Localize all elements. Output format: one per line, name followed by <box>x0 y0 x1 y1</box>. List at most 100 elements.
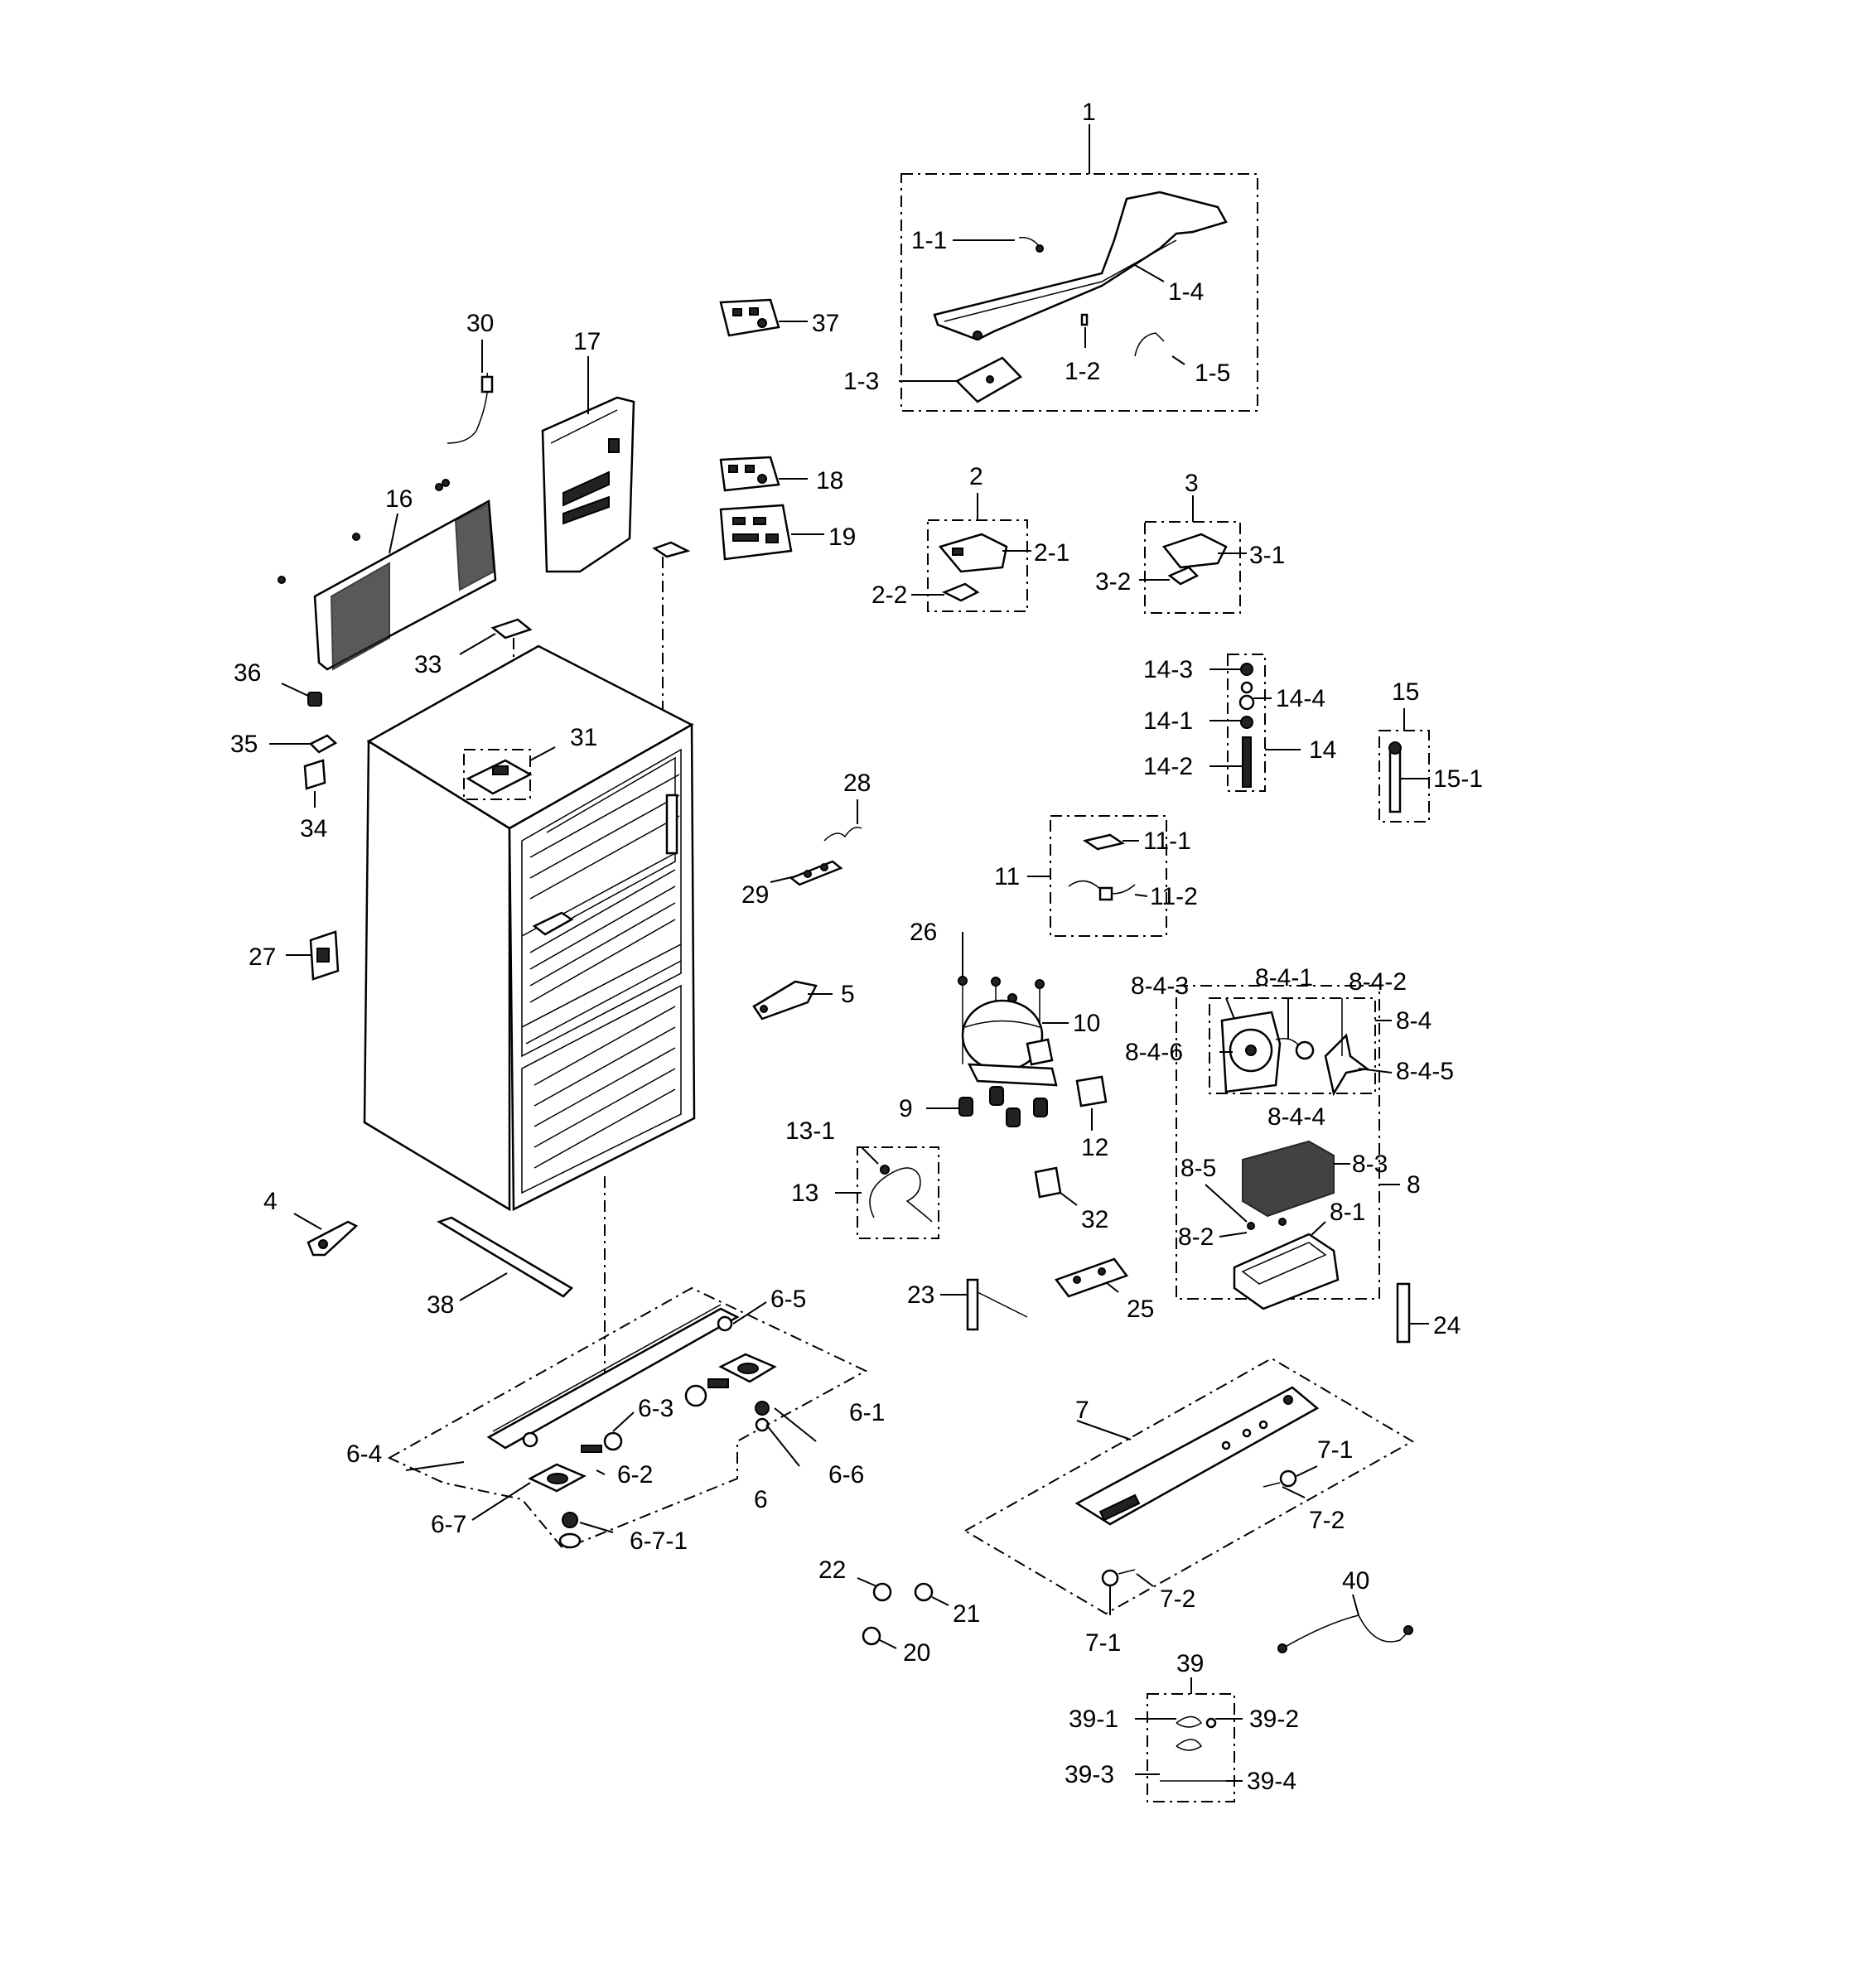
label-14-2: 14-2 <box>1143 753 1193 780</box>
label-36: 36 <box>234 659 261 687</box>
part-19-board[interactable] <box>719 504 793 561</box>
part-group-11 <box>1027 815 1167 937</box>
part-7-panel[interactable] <box>1074 1386 1320 1526</box>
label-3-2: 3-2 <box>1095 568 1131 596</box>
label-39: 39 <box>1176 1650 1204 1677</box>
label-3-1: 3-1 <box>1249 542 1285 569</box>
left-small-parts <box>269 683 359 1257</box>
part-37-board[interactable] <box>719 298 780 337</box>
label-8-4-4: 8-4-4 <box>1267 1103 1325 1131</box>
part-2-2-hinge[interactable] <box>941 582 980 602</box>
part-38-rail[interactable] <box>437 1216 574 1298</box>
label-20: 20 <box>903 1639 930 1667</box>
part-group-2 <box>911 493 1031 612</box>
part-group-7 <box>963 1357 1415 1615</box>
label-15-1: 15-1 <box>1433 765 1483 793</box>
label-2: 2 <box>969 463 983 490</box>
label-38: 38 <box>427 1291 454 1319</box>
label-5: 5 <box>841 981 855 1008</box>
label-6-4: 6-4 <box>346 1440 382 1468</box>
part-14-2[interactable] <box>1242 736 1252 788</box>
label-39-2: 39-2 <box>1249 1706 1299 1733</box>
label-1-2: 1-2 <box>1065 358 1100 385</box>
label-7-1-upper: 7-1 <box>1317 1436 1353 1464</box>
refrigerator-cabinet <box>363 644 696 1379</box>
part-23-drier[interactable] <box>966 1278 979 1331</box>
label-16: 16 <box>385 485 413 513</box>
part-12-relay[interactable] <box>1075 1075 1108 1107</box>
part-29-sensor[interactable] <box>789 860 843 886</box>
label-8-4-2: 8-4-2 <box>1349 968 1407 996</box>
pcb-parts <box>719 298 824 561</box>
part-9-grommets[interactable] <box>958 1086 1048 1127</box>
cabinet-side[interactable] <box>363 739 511 1212</box>
part-group-39 <box>1135 1677 1243 1802</box>
label-11-1: 11-1 <box>1143 828 1191 855</box>
part-group-14 <box>1209 654 1301 792</box>
part-39-2[interactable] <box>1205 1717 1217 1729</box>
part-34[interactable] <box>303 759 326 790</box>
label-15: 15 <box>1392 678 1419 706</box>
label-2-2: 2-2 <box>871 581 907 609</box>
part-13-pipe[interactable] <box>869 1167 933 1223</box>
part-group-15 <box>1378 708 1430 823</box>
part-39-1[interactable] <box>1176 1715 1203 1728</box>
label-22: 22 <box>818 1556 846 1584</box>
label-4: 4 <box>263 1188 278 1215</box>
part-group-1 <box>899 124 1258 412</box>
part-hinge-top[interactable] <box>652 541 691 558</box>
label-11-2: 11-2 <box>1150 883 1198 910</box>
part-1-4-bracket[interactable] <box>933 191 1228 341</box>
label-13: 13 <box>791 1180 818 1207</box>
part-15-1[interactable] <box>1388 748 1402 813</box>
part-4[interactable] <box>307 1220 359 1257</box>
part-3-2-hinge[interactable] <box>1167 566 1200 586</box>
part-28-wire[interactable] <box>823 827 862 842</box>
part-25[interactable] <box>1054 1257 1129 1298</box>
part-11-1[interactable] <box>1082 833 1126 851</box>
part-33-bracket[interactable] <box>490 618 533 639</box>
part-8-3-condenser[interactable] <box>1242 1140 1335 1218</box>
label-3: 3 <box>1185 470 1199 497</box>
label-27: 27 <box>249 943 276 971</box>
label-1-5: 1-5 <box>1195 359 1230 387</box>
part-24[interactable] <box>1396 1282 1411 1344</box>
part-40-wire[interactable] <box>1282 1614 1409 1649</box>
cabinet-front[interactable] <box>508 722 696 1212</box>
label-8-4-3: 8-4-3 <box>1131 972 1189 1000</box>
label-39-4: 39-4 <box>1247 1768 1296 1795</box>
label-1-1: 1-1 <box>911 227 947 254</box>
label-23: 23 <box>907 1281 934 1309</box>
part-22[interactable] <box>872 1582 892 1602</box>
part-2-1-hinge[interactable] <box>938 533 1008 573</box>
label-6-5: 6-5 <box>770 1286 806 1313</box>
part-18-board[interactable] <box>719 456 780 492</box>
part-8-4-5-fan[interactable] <box>1324 1033 1369 1097</box>
label-26: 26 <box>910 919 937 946</box>
label-29: 29 <box>741 881 769 909</box>
part-3-1-hinge[interactable] <box>1161 533 1228 569</box>
label-7-1-lower: 7-1 <box>1085 1629 1121 1657</box>
part-35[interactable] <box>308 734 338 754</box>
label-6-6: 6-6 <box>828 1461 864 1489</box>
label-6: 6 <box>754 1486 768 1513</box>
part-5-bracket[interactable] <box>752 980 818 1021</box>
part-36[interactable] <box>307 692 322 707</box>
label-33: 33 <box>414 651 442 678</box>
part-group-6 <box>387 1286 868 1551</box>
label-21: 21 <box>953 1600 980 1628</box>
label-34: 34 <box>300 815 327 842</box>
label-40: 40 <box>1342 1567 1369 1595</box>
part-32[interactable] <box>1034 1166 1062 1199</box>
part-group-13 <box>835 1146 939 1239</box>
label-12: 12 <box>1081 1134 1108 1161</box>
label-7-2-upper: 7-2 <box>1309 1507 1345 1534</box>
label-24: 24 <box>1433 1312 1461 1339</box>
part-21[interactable] <box>914 1582 934 1602</box>
upper-left-parts <box>278 340 691 795</box>
part-20[interactable] <box>862 1626 881 1646</box>
label-8-1: 8-1 <box>1330 1199 1365 1226</box>
label-32: 32 <box>1081 1206 1108 1233</box>
part-6-5-rail[interactable] <box>486 1307 740 1450</box>
